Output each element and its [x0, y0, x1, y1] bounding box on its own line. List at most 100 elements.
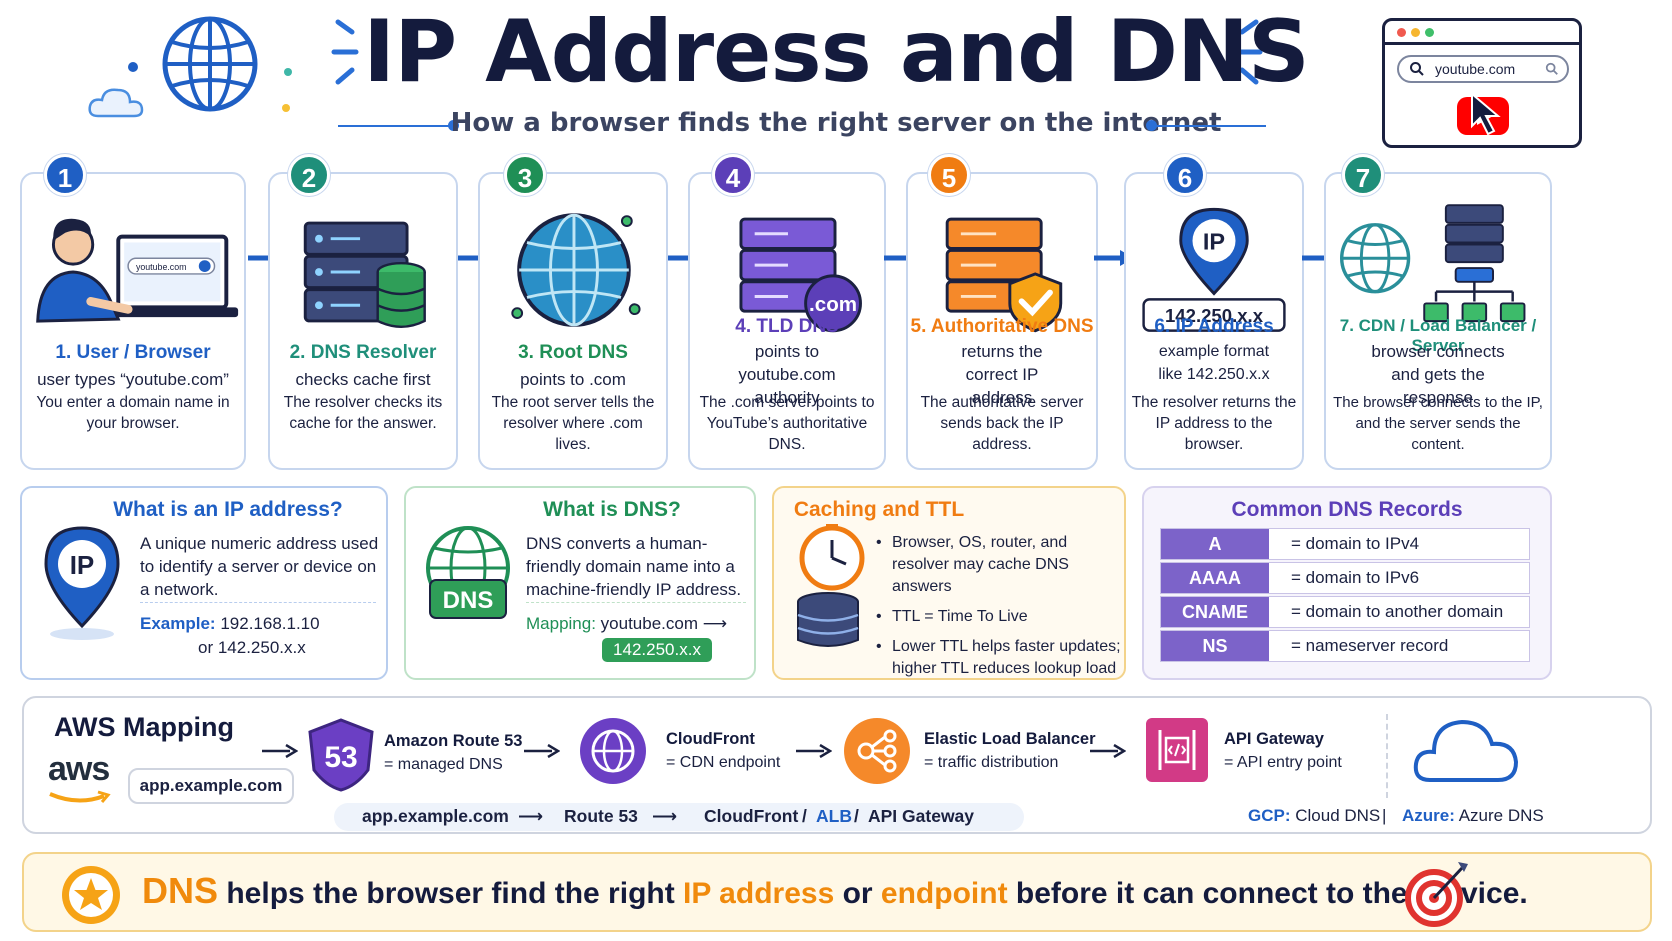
search-icon	[1410, 62, 1424, 76]
step-description: returns the correct IP address	[961, 342, 1043, 407]
flow-step: Route 53	[564, 806, 638, 826]
ip-location-pin-icon: IP	[44, 526, 120, 640]
panel-what-is-dns: What is DNS? DNS DNS converts a human-fr…	[404, 486, 756, 680]
step-explanation: You enter a domain name in your browser.	[36, 394, 230, 432]
service-description: = API entry point	[1224, 754, 1342, 771]
gcp-value: Cloud DNS	[1295, 806, 1381, 825]
step-explanation: The resolver returns the IP address to t…	[1131, 394, 1297, 453]
step-number-badge: 7	[1342, 154, 1384, 196]
record-type: A	[1161, 529, 1269, 559]
summary-text: DNS helps the browser find the right IP …	[142, 870, 1528, 912]
flow-step: CloudFront	[704, 806, 799, 826]
ip-example-value: 192.168.1.10	[220, 614, 320, 633]
spark-lines-right	[1235, 19, 1263, 85]
aws-domain-box: app.example.com	[128, 768, 294, 804]
step-title: 5. Authoritative DNS	[910, 316, 1094, 337]
aws-flow-bar	[334, 803, 1024, 831]
subtitle-line-right	[1156, 125, 1266, 127]
dns-mapping: Mapping: youtube.com ⟶	[526, 612, 756, 635]
step-6-ip-address: 6 IP 142.250.x.x 6. IP Address example f…	[1124, 154, 1304, 470]
provider-separator: |	[1382, 806, 1387, 825]
panel-divider	[140, 602, 376, 603]
window-dot-yellow	[1411, 28, 1420, 37]
browser-url-bar: youtube.com	[1397, 55, 1569, 83]
dns-records-table: A = domain to IPv4 AAAA = domain to IPv6…	[1160, 528, 1530, 664]
step-description: points to youtube.com authority	[738, 342, 836, 407]
panel-divider	[526, 602, 746, 603]
step-title: 2. DNS Resolver	[289, 342, 437, 363]
ip-example: Example: 192.168.1.10	[140, 612, 380, 635]
route53-badge-text: 53	[324, 741, 357, 774]
panel-description: A unique numeric address used to identif…	[140, 534, 379, 599]
step-title: 1. User / Browser	[55, 342, 211, 363]
cursor-icon	[1471, 92, 1501, 136]
step-explanation: The root server tells the resolver where…	[491, 394, 655, 453]
record-meaning: = domain to another domain	[1291, 602, 1504, 621]
azure-value: Azure DNS	[1458, 806, 1544, 825]
service-name: Elastic Load Balancer	[924, 730, 1096, 748]
flow-arrow: ⟶	[652, 806, 678, 826]
table-row: CNAME = domain to another domain	[1160, 596, 1530, 628]
step-description: checks cache first	[295, 370, 431, 389]
flow-separator: /	[802, 806, 807, 826]
step-title: 3. Root DNS	[518, 342, 628, 363]
globe-icon	[511, 213, 641, 327]
caching-bullet: TTL = Time To Live	[874, 606, 1124, 628]
header: IP Address and DNS How a browser finds t…	[0, 0, 1672, 160]
search-icon	[1545, 62, 1558, 75]
table-row: AAAA = domain to IPv6	[1160, 562, 1530, 594]
aws-section-title: AWS Mapping	[54, 712, 234, 742]
service-name: CloudFront	[666, 730, 755, 748]
page-subtitle: How a browser finds the right server on …	[450, 108, 1222, 138]
step-number-badge: 1	[44, 154, 86, 196]
tld-server-icon: .com	[739, 217, 862, 333]
arrow-right-icon	[1090, 744, 1126, 758]
panel-common-dns-records: Common DNS Records A = domain to IPv4 AA…	[1142, 486, 1552, 680]
service-description: = traffic distribution	[924, 754, 1059, 771]
step-number-badge: 5	[928, 154, 970, 196]
step-number-badge: 3	[504, 154, 546, 196]
star-icon	[69, 873, 113, 917]
browser-title-bar	[1385, 21, 1579, 45]
decor-dot	[128, 62, 138, 72]
target-icon	[1405, 862, 1468, 927]
spark-lines-left	[331, 19, 359, 85]
ip-location-pin-icon: IP 142.250.x.x	[1142, 207, 1286, 332]
table-row: A = domain to IPv4	[1160, 528, 1530, 560]
azure-label: Azure:	[1402, 806, 1455, 825]
step-explanation: The resolver checks its cache for the an…	[283, 394, 443, 432]
summary-segment: helps the browser find the right	[218, 877, 684, 910]
star-badge-icon	[62, 866, 120, 924]
summary-dns: DNS	[142, 870, 219, 911]
ip-pin-label: IP	[1203, 228, 1225, 254]
service-name: Amazon Route 53	[384, 732, 523, 750]
step-description: browser connects and gets the response	[1371, 342, 1505, 407]
flow-step: app.example.com	[362, 806, 509, 826]
step-description: example format like 142.250.x.x	[1158, 343, 1270, 383]
step-explanation: The .com server points to YouTube’s auth…	[699, 394, 875, 453]
user-laptop-icon: youtube.com	[36, 218, 239, 323]
arrow-right-icon	[262, 744, 298, 758]
panel-title: What is an IP address?	[113, 498, 343, 521]
clock-database-icon	[797, 524, 865, 647]
flow-step: API Gateway	[868, 806, 975, 826]
arrow-right-icon	[524, 744, 560, 758]
panel-description: DNS converts a human-friendly domain nam…	[526, 534, 742, 599]
gcp-label: GCP:	[1248, 806, 1291, 825]
step-description: points to .com	[520, 370, 626, 389]
record-type: NS	[1161, 631, 1269, 661]
aws-mapping-section: AWS Mapping aws app.example.com 53 Amazo…	[22, 696, 1652, 834]
window-dot-red	[1397, 28, 1406, 37]
tld-com-badge: .com	[809, 293, 857, 316]
section-divider	[1386, 714, 1388, 798]
cloud-icon	[1413, 719, 1519, 782]
step-number-badge: 6	[1164, 154, 1206, 196]
cloudfront-globe-icon	[580, 718, 646, 784]
caching-bullet: Browser, OS, router, and resolver may ca…	[874, 532, 1124, 598]
ip-example-label: Example:	[140, 614, 216, 633]
subtitle-dot-right	[1146, 120, 1157, 131]
page-title: IP Address and DNS	[363, 2, 1310, 102]
decor-dot	[282, 104, 290, 112]
panel-title: Caching and TTL	[793, 498, 965, 521]
subtitle-line-left	[338, 125, 450, 127]
